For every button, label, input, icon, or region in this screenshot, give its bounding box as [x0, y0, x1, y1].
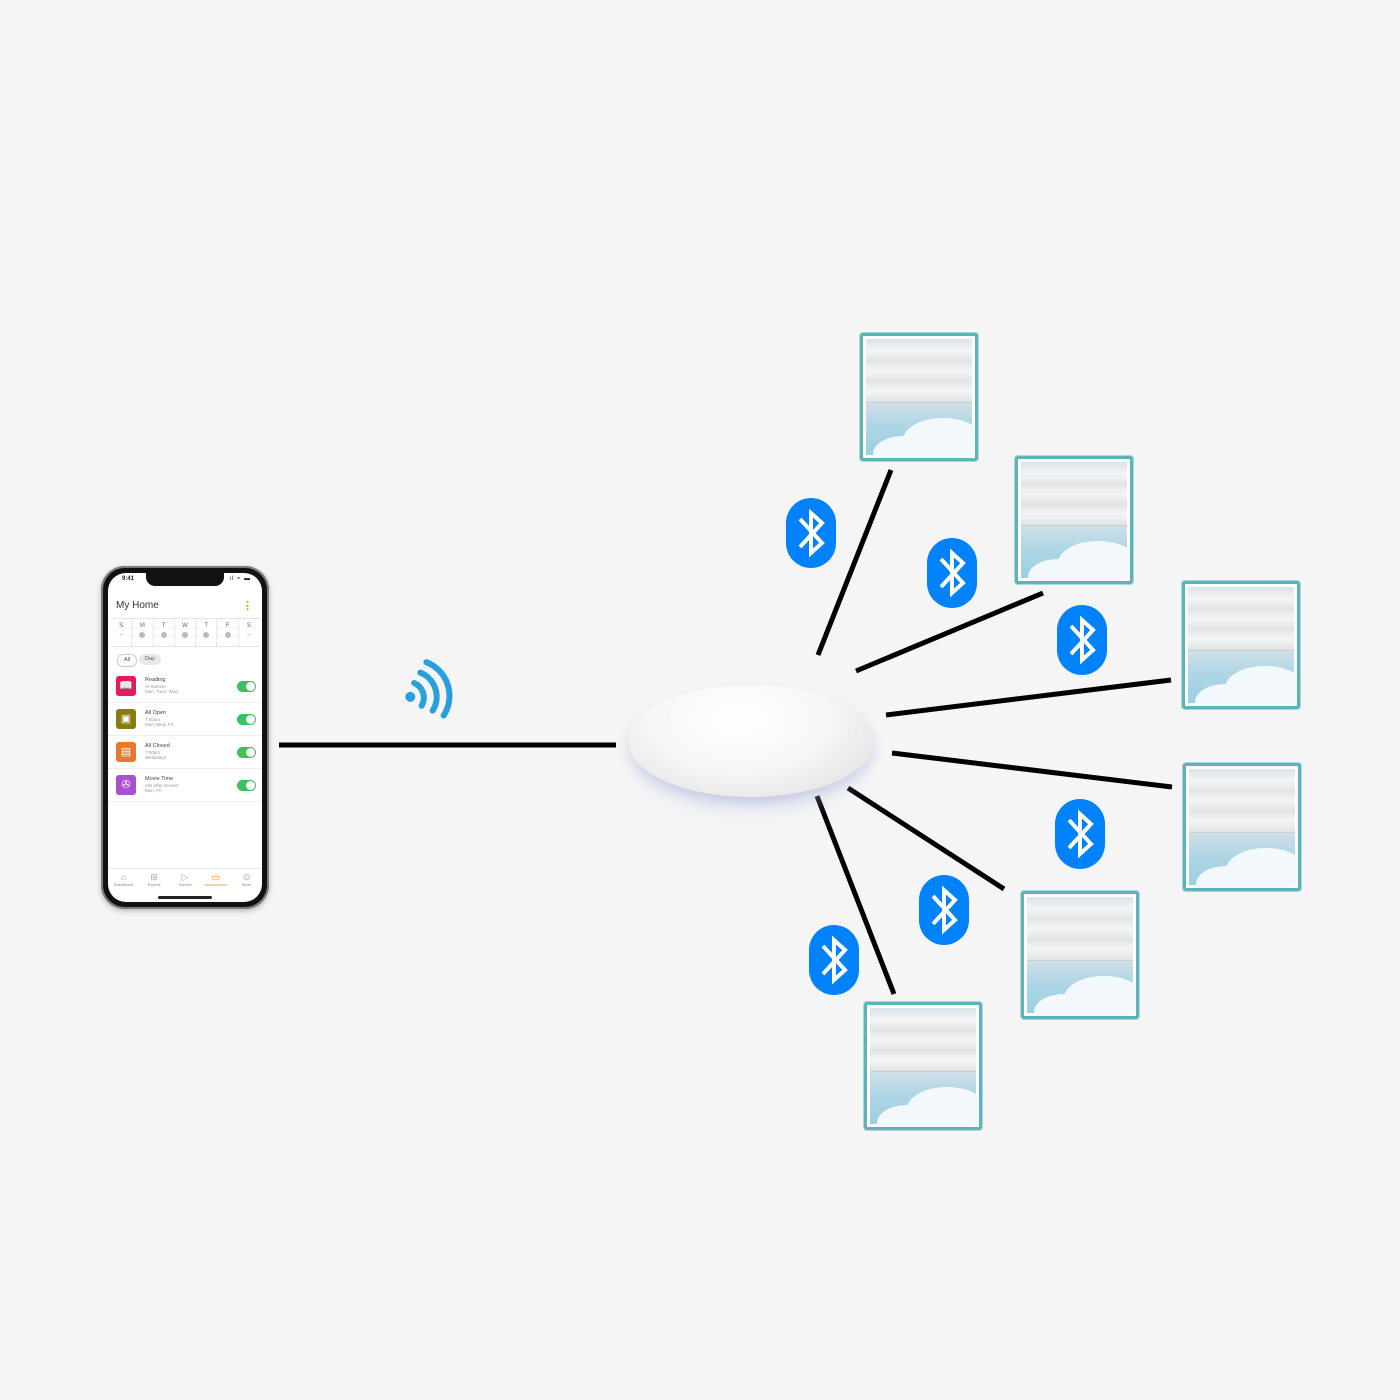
- phone-screen: 9:41 ıl ≈ ▬ My Home ⋮ S– M T W T F S– Al…: [108, 573, 262, 902]
- scenes-icon: ▷: [181, 872, 189, 882]
- automation-toggle[interactable]: [237, 681, 256, 692]
- film-reel-icon: ✇: [116, 775, 136, 795]
- kebab-menu-icon[interactable]: ⋮: [242, 600, 253, 612]
- tab-dashboard[interactable]: ⌂Dashboard: [108, 869, 139, 893]
- tab-more[interactable]: ⊙More: [231, 869, 262, 893]
- filter-day-button[interactable]: Day: [139, 654, 161, 665]
- link-line-blind-3: [885, 677, 1172, 718]
- window-blind-icon: [1021, 891, 1139, 1019]
- weekday-thu[interactable]: T: [196, 619, 218, 646]
- weekday-wed[interactable]: W: [175, 619, 197, 646]
- automation-row[interactable]: ▣ All Open 7:00am Mon, Wed, Fri: [108, 703, 262, 736]
- automation-toggle[interactable]: [237, 780, 256, 791]
- link-line-blind-2: [855, 590, 1044, 674]
- weekday-tue[interactable]: T: [154, 619, 175, 646]
- weekday-fri[interactable]: F: [217, 619, 239, 646]
- automation-row[interactable]: ▤ All Closed 7:00pm Weekdays: [108, 736, 262, 769]
- window-blind-icon: [860, 333, 978, 461]
- filter-all-button[interactable]: All: [117, 654, 138, 667]
- automation-row[interactable]: ✇ Movie Time 15s After Sunset Mon, Fri: [108, 769, 262, 802]
- home-icon: ⌂: [120, 872, 127, 882]
- link-line-blind-6: [814, 795, 897, 995]
- automation-name: Reading: [145, 677, 166, 683]
- window-blind-icon: [864, 1002, 982, 1130]
- tab-bar: ⌂Dashboard ⊞Rooms ▷Scenes ▭Automations ⊙…: [108, 868, 262, 893]
- bluetooth-icon: [926, 537, 978, 609]
- tab-rooms[interactable]: ⊞Rooms: [139, 869, 170, 893]
- window-blind-icon: [1182, 581, 1300, 709]
- status-time: 9:41: [122, 576, 135, 582]
- weekday-strip: S– M T W T F S–: [111, 618, 259, 647]
- weekday-mon[interactable]: M: [132, 619, 154, 646]
- status-icons: ıl ≈ ▬: [229, 576, 251, 582]
- link-line-blind-5: [846, 785, 1006, 892]
- automation-toggle[interactable]: [237, 747, 256, 758]
- window-blind-icon: [1183, 763, 1301, 891]
- home-indicator: [158, 896, 212, 899]
- bluetooth-icon: [918, 874, 970, 946]
- automation-detail: 7:00am Mon, Wed, Fri: [145, 717, 174, 727]
- link-line-blind-4: [891, 750, 1173, 790]
- automations-icon: ▭: [211, 872, 221, 882]
- hub-device: [628, 685, 874, 797]
- weekday-sat[interactable]: S–: [246, 623, 251, 638]
- automation-toggle[interactable]: [237, 714, 256, 725]
- tab-scenes[interactable]: ▷Scenes: [170, 869, 201, 893]
- automation-name: Movie Time: [145, 776, 174, 782]
- smartphone: 9:41 ıl ≈ ▬ My Home ⋮ S– M T W T F S– Al…: [101, 566, 269, 909]
- bluetooth-icon: [1054, 798, 1106, 870]
- tab-automations[interactable]: ▭Automations: [200, 869, 231, 893]
- automation-row[interactable]: 📖 Reading At Sunrise Mon, Tues, Wed: [108, 670, 262, 703]
- book-icon: 📖: [116, 676, 136, 696]
- wifi-signal-icon: [405, 659, 453, 719]
- bluetooth-icon: [1056, 604, 1108, 676]
- automation-list: 📖 Reading At Sunrise Mon, Tues, Wed ▣ Al…: [108, 670, 262, 802]
- automation-detail: At Sunrise Mon, Tues, Wed: [145, 684, 178, 694]
- bluetooth-icon: [808, 924, 860, 996]
- link-line-blind-1: [815, 469, 894, 656]
- phone-notch: [146, 573, 224, 586]
- window-blind-icon: [1015, 456, 1133, 584]
- automation-name: All Open: [145, 710, 167, 716]
- weekday-sun[interactable]: S–: [111, 619, 133, 646]
- automation-name: All Closed: [145, 743, 170, 749]
- blind-closed-icon: ▤: [116, 742, 136, 762]
- app-title: My Home: [116, 600, 159, 611]
- automation-detail: 7:00pm Weekdays: [145, 750, 166, 760]
- automation-detail: 15s After Sunset Mon, Fri: [145, 783, 179, 793]
- bluetooth-icon: [785, 497, 837, 569]
- rooms-icon: ⊞: [150, 872, 158, 882]
- blind-open-icon: ▣: [116, 709, 136, 729]
- more-icon: ⊙: [242, 872, 251, 882]
